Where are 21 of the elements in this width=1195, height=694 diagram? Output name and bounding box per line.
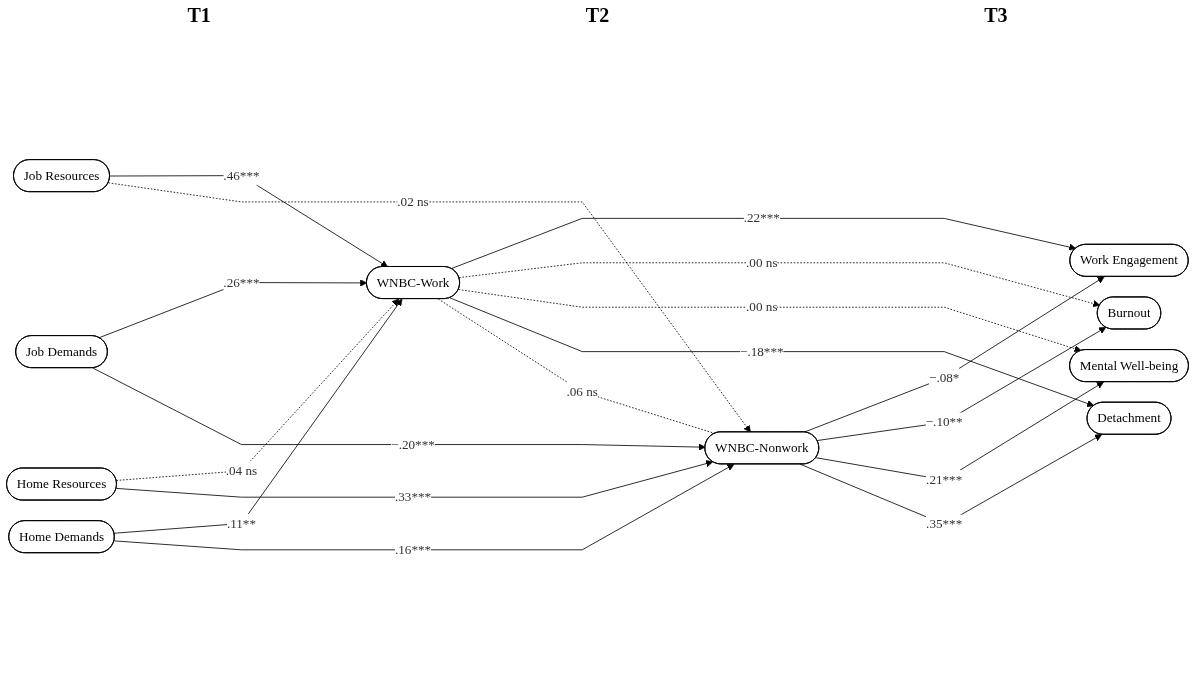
edge-label: .11** — [226, 516, 257, 531]
edge-label: −.18*** — [740, 344, 784, 359]
edge-label: −.10** — [925, 415, 963, 430]
edge-label: .02 ns — [397, 194, 429, 209]
edge-label: .21*** — [926, 472, 963, 487]
edge-label: .35*** — [926, 517, 963, 532]
edge-label: .16*** — [394, 542, 432, 557]
edge-label: .33*** — [394, 490, 432, 505]
edge-label: −.20*** — [391, 437, 435, 452]
column-heading: T2 — [585, 3, 610, 27]
edge-label: −.08* — [928, 370, 960, 385]
edge-label: .04 ns — [225, 463, 258, 478]
edge-label: .00 ns — [746, 300, 778, 315]
column-heading: T3 — [984, 3, 1008, 27]
edge-label: .46*** — [223, 168, 260, 183]
edge-label: .06 ns — [566, 384, 598, 399]
edge-label: .22*** — [743, 211, 780, 226]
column-heading: T1 — [187, 3, 211, 27]
edge-label: .26*** — [223, 275, 260, 290]
edge-label: .00 ns — [746, 255, 778, 270]
connector — [437, 298, 716, 435]
